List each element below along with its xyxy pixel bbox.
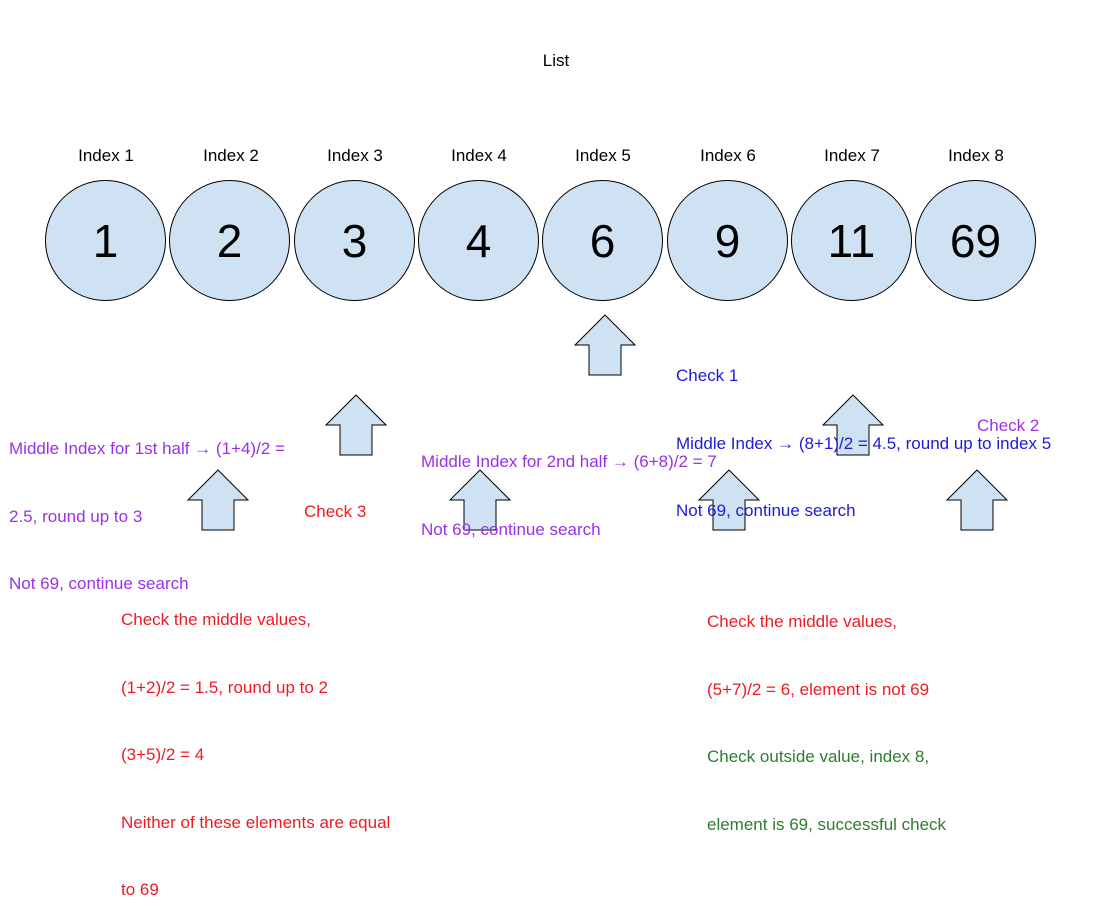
index-label-7: Index 7 <box>824 146 880 165</box>
list-node-4: 4 <box>418 180 539 301</box>
check3-line: Check the middle values, <box>121 610 311 629</box>
list-node-6: 9 <box>667 180 788 301</box>
list-node-7: 11 <box>791 180 912 301</box>
check3-arrow-index2-icon <box>186 469 250 531</box>
index-label-4: Index 4 <box>451 146 507 165</box>
check2-arrow-index3-icon <box>324 394 388 456</box>
check2-line: 2.5, round up to 3 <box>9 506 143 526</box>
check3-line: to 69 <box>121 880 159 899</box>
check2-first-half-note: Middle Index for 1st half → (1+4)/2 = 2.… <box>9 393 285 618</box>
check3-line: (1+2)/2 = 1.5, round up to 2 <box>121 677 328 697</box>
check1-note: Check 1 Middle Index → (8+1)/2 = 4.5, ro… <box>676 320 1051 545</box>
check2-line: Middle Index for 2nd half → (6+8)/2 = 7 <box>421 452 717 471</box>
check3-line: (5+7)/2 = 6, element is not 69 <box>707 679 930 699</box>
index-label-2: Index 2 <box>203 146 259 165</box>
check3-arrow-index4-icon <box>448 469 512 531</box>
index-label-6: Index 6 <box>700 146 756 165</box>
check1-line: Middle Index → (8+1)/2 = 4.5, round up t… <box>676 433 1052 453</box>
list-node-3: 3 <box>294 180 415 301</box>
check2-line: Not 69, continue search <box>421 519 601 539</box>
check2-line: Middle Index for 1st half → (1+4)/2 = <box>9 439 285 458</box>
index-label-1: Index 1 <box>78 146 134 165</box>
success-line: Check outside value, index 8, <box>707 747 930 766</box>
check1-arrow-index5-icon <box>573 314 637 376</box>
list-node-2: 2 <box>169 180 290 301</box>
check3-left-note: Check the middle values, (1+2)/2 = 1.5, … <box>121 564 390 924</box>
diagram-title: List <box>542 51 570 70</box>
check2-second-half-note: Middle Index for 2nd half → (6+8)/2 = 7 … <box>421 406 717 564</box>
index-label-5: Index 5 <box>575 146 631 165</box>
index-label-8: Index 8 <box>948 146 1004 165</box>
check3-heading: Check 3 <box>304 502 367 521</box>
check3-arrow-index6-icon <box>697 469 761 531</box>
check3-line: Check the middle values, <box>707 612 897 631</box>
success-line: element is 69, successful check <box>707 814 947 834</box>
check1-heading: Check 1 <box>676 366 739 385</box>
check2-arrow-index7-icon <box>821 394 885 456</box>
check2-line: Not 69, continue search <box>9 574 189 593</box>
check1-line: Not 69, continue search <box>676 501 856 520</box>
check3-arrow-index8-icon <box>945 469 1009 531</box>
list-node-5: 6 <box>542 180 663 301</box>
list-node-8: 69 <box>915 180 1036 301</box>
list-node-1: 1 <box>45 180 166 301</box>
check3-line: Neither of these elements are equal <box>121 812 391 832</box>
check3-line: (3+5)/2 = 4 <box>121 745 205 764</box>
index-label-3: Index 3 <box>327 146 383 165</box>
check3-right-note: Check the middle values, (5+7)/2 = 6, el… <box>707 566 946 859</box>
check2-heading: Check 2 <box>977 416 1040 435</box>
